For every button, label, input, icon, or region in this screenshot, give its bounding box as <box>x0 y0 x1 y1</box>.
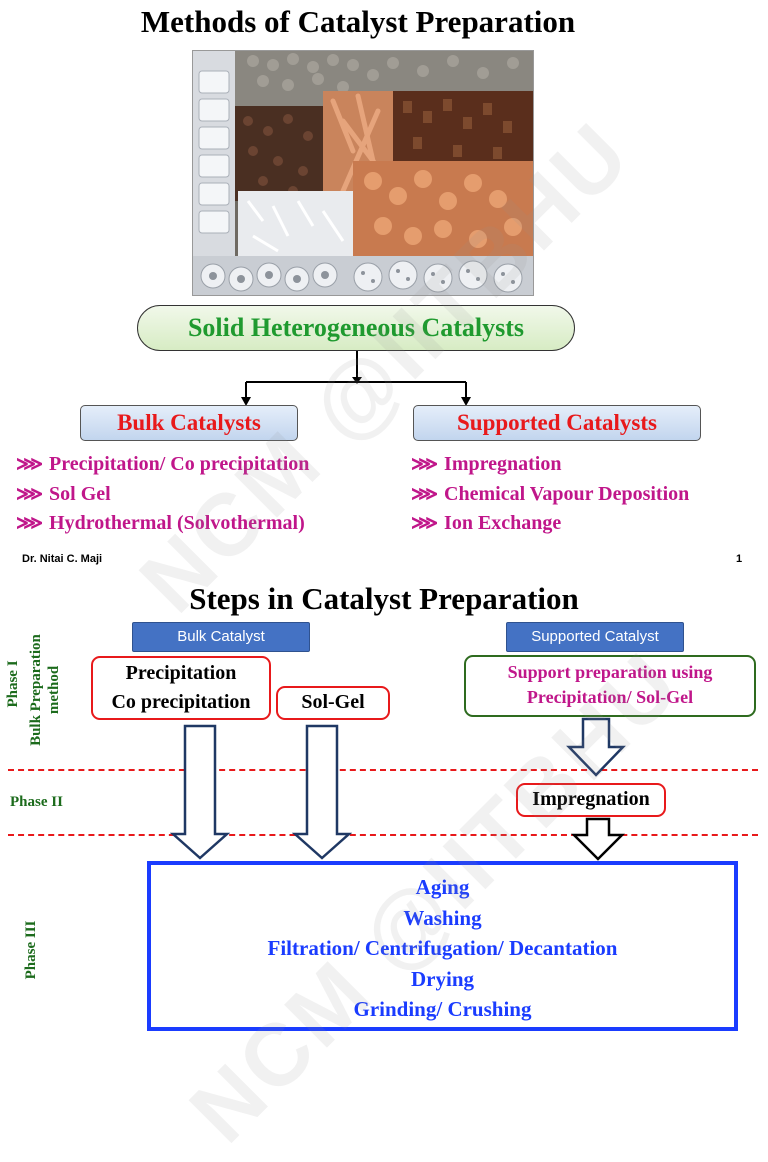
list-item: ⋙Chemical Vapour Deposition <box>411 482 690 505</box>
down-arrow-icon <box>566 717 626 777</box>
slide2-title: Steps in Catalyst Preparation <box>189 581 579 616</box>
list-item: ⋙Ion Exchange <box>411 512 562 534</box>
catalyst-photo <box>192 50 534 296</box>
arrow-bullet-icon: ⋙ <box>411 483 439 505</box>
phase-3-steps-box: Aging Washing Filtration/ Centrifugation… <box>147 861 738 1031</box>
list-item: Filtration/ Centrifugation/ Decantation <box>267 936 618 960</box>
phase-1-label: Phase I <box>5 660 21 708</box>
phase-2-label: Phase II <box>10 794 63 810</box>
bulk-catalysts-node: Bulk Catalysts <box>80 405 298 441</box>
impregnation-box: Impregnation <box>516 783 666 817</box>
list-item: ⋙Sol Gel <box>16 482 111 505</box>
phase-1-sub-label: Bulk Preparation <box>28 634 44 746</box>
tree-connector <box>241 351 471 406</box>
list-item: Grinding/ Crushing <box>353 997 532 1021</box>
supported-methods-list: ⋙Impregnation ⋙Chemical Vapour Depositio… <box>411 450 689 539</box>
bulk-catalyst-tag: Bulk Catalyst <box>132 622 310 652</box>
supported-catalysts-node: Supported Catalysts <box>413 405 701 441</box>
phase-divider-2 <box>8 834 758 836</box>
list-item: Drying <box>411 966 474 991</box>
arrow-bullet-icon: ⋙ <box>16 483 44 505</box>
solid-heterogeneous-catalysts-node: Solid Heterogeneous Catalysts <box>137 305 575 351</box>
down-arrow-icon <box>170 724 230 860</box>
phase-1-sub-label-2: method <box>46 665 62 715</box>
page-number: 1 <box>736 553 743 565</box>
phase-divider-1 <box>8 769 758 771</box>
arrow-bullet-icon: ⋙ <box>411 454 439 475</box>
arrow-bullet-icon: ⋙ <box>16 454 44 475</box>
slide1-title: Methods of Catalyst Preparation <box>140 4 576 39</box>
bulk-methods-list: ⋙Precipitation/ Co precipitation ⋙Sol Ge… <box>16 450 309 539</box>
list-item: ⋙Hydrothermal (Solvothermal) <box>16 512 305 534</box>
support-preparation-box: Support preparation using Precipitation/… <box>464 655 756 717</box>
steps-list: Aging Washing Filtration/ Centrifugation… <box>151 865 734 1025</box>
phase-3-label: Phase III <box>23 920 39 980</box>
arrow-bullet-icon: ⋙ <box>16 513 44 534</box>
sol-gel-box: Sol-Gel <box>276 686 390 720</box>
list-item: Aging <box>415 875 470 899</box>
down-arrow-icon <box>292 724 352 860</box>
list-item: Washing <box>403 905 482 930</box>
arrow-bullet-icon: ⋙ <box>411 513 439 534</box>
list-item: ⋙Impregnation <box>411 453 562 475</box>
supported-catalyst-tag: Supported Catalyst <box>506 622 684 652</box>
list-item: ⋙Precipitation/ Co precipitation <box>16 453 310 475</box>
precipitation-box: Precipitation Co precipitation <box>91 656 271 720</box>
author-credit: Dr. Nitai C. Maji <box>22 553 103 565</box>
down-arrow-icon <box>570 817 626 861</box>
